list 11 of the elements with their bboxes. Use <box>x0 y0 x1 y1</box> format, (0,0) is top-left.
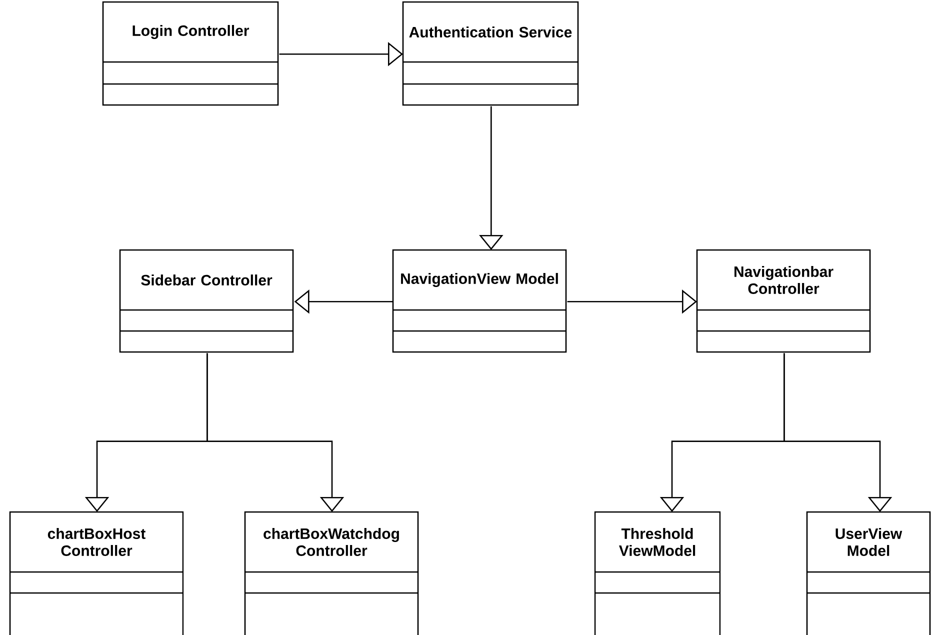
class-box: Threshold ViewModel <box>594 511 721 635</box>
class-box: Sidebar Controller <box>119 249 294 353</box>
class-box: Authentication Service <box>402 1 579 106</box>
class-box: Login Controller <box>102 1 279 106</box>
class-box: NavigationView Model <box>392 249 567 353</box>
generalization-arrow <box>206 353 344 512</box>
generalization-arrow <box>784 353 892 512</box>
class-box: Navigationbar Controller <box>696 249 871 353</box>
class-box: chartBoxWatchdog Controller <box>244 511 419 635</box>
class-box: chartBoxHost Controller <box>9 511 184 635</box>
class-box: UserView Model <box>806 511 931 635</box>
